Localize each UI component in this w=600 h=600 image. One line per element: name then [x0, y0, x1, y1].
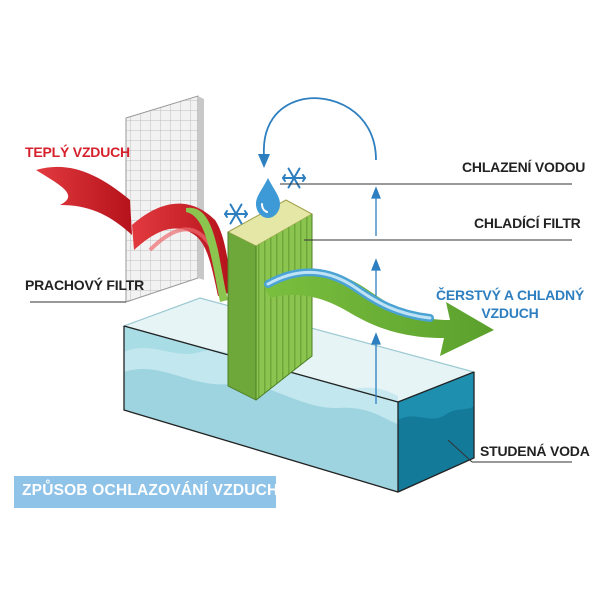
cold-water-label: STUDENÁ VODA — [480, 443, 590, 459]
cooling-filter-label: CHLADÍCÍ FILTR — [474, 215, 581, 231]
arrow-up-icon — [371, 186, 381, 236]
cooling-filter-block — [226, 199, 314, 401]
cycle-arrow-icon — [258, 97, 377, 168]
snowflake-icon — [281, 167, 307, 189]
water-cooling-label: CHLAZENÍ VODOU — [462, 159, 585, 175]
fresh-air-label-line1: ČERSTVÝ A CHLADNÝ — [436, 286, 585, 303]
cooling-flow-inner — [186, 207, 228, 302]
snowflake-icon — [223, 203, 249, 225]
arrow-up-icon — [371, 258, 381, 296]
leader-lines — [30, 183, 572, 463]
warm-air-label: TEPLÝ VZDUCH — [25, 143, 130, 160]
dust-filter-label: PRACHOVÝ FILTR — [25, 276, 144, 293]
dust-filter-panel — [125, 95, 204, 303]
arrow-up-icon — [371, 332, 381, 404]
fresh-air-arrow — [264, 268, 494, 356]
title-banner — [14, 476, 276, 508]
diagram-title: ZPŮSOB OCHLAZOVÁNÍ VZDUCHU — [22, 482, 290, 499]
water-tank — [122, 297, 476, 493]
water-drop-icon — [256, 178, 280, 218]
fresh-air-label-line2: VZDUCH — [481, 305, 538, 321]
